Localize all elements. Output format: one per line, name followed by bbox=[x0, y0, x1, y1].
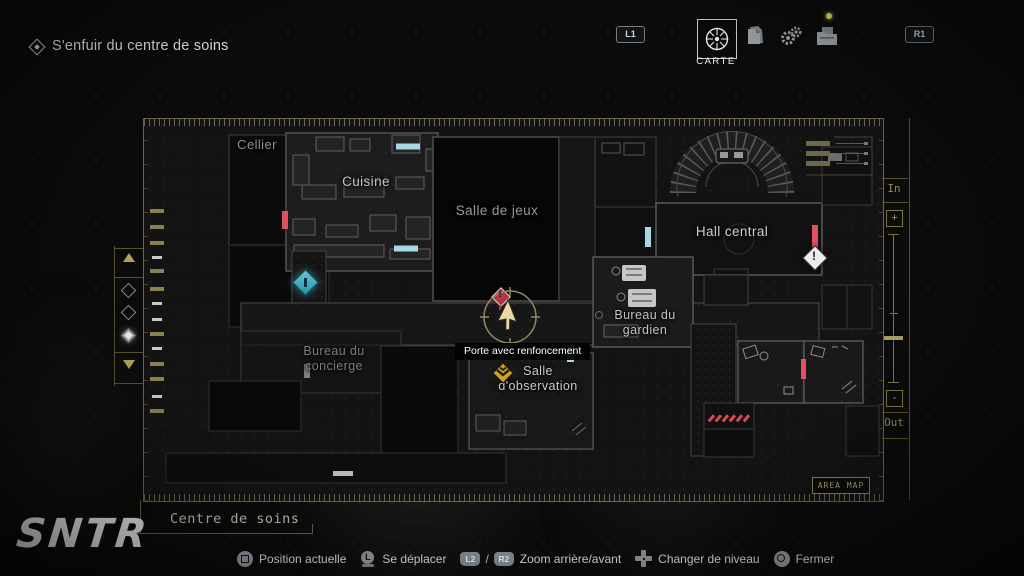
door-tooltip: Porte avec renfoncement bbox=[455, 343, 591, 360]
room-label-bureau-concierge: Bureau du concierge bbox=[303, 344, 365, 373]
hint-position[interactable]: Position actuelle bbox=[237, 550, 347, 567]
left-stick-icon: L bbox=[360, 550, 376, 567]
r1-button[interactable]: R1 bbox=[905, 26, 934, 43]
level-2-diamond[interactable] bbox=[120, 304, 137, 321]
tab-map-selected[interactable] bbox=[697, 19, 737, 59]
square-button-icon bbox=[237, 550, 253, 567]
objective-diamond-icon bbox=[28, 38, 46, 55]
level-selector bbox=[114, 244, 143, 389]
room-label-salle-de-jeux: Salle de jeux bbox=[455, 203, 539, 218]
zoom-control: In + - Out bbox=[880, 118, 910, 500]
zoom-slider-track[interactable] bbox=[893, 234, 894, 382]
room-label-hall-central: Hall central bbox=[695, 224, 769, 239]
level-down-button[interactable] bbox=[123, 360, 135, 369]
dpad-icon bbox=[635, 550, 653, 567]
room-label-bureau-gardien: Bureau du gardien bbox=[614, 308, 676, 337]
level-3-diamond-current[interactable] bbox=[120, 327, 137, 344]
objective: S'enfuir du centre de soins bbox=[28, 38, 229, 55]
circle-button-icon bbox=[773, 550, 790, 567]
tab-documents[interactable] bbox=[742, 24, 766, 48]
r2-button-icon: R2 bbox=[493, 551, 514, 566]
hint-position-label: Position actuelle bbox=[259, 551, 347, 566]
zoom-in-button[interactable]: + bbox=[886, 210, 903, 227]
hint-zoom-label: Zoom arrière/avant bbox=[519, 551, 622, 566]
tab-options-gears[interactable] bbox=[779, 24, 805, 48]
l1-button[interactable]: L1 bbox=[616, 26, 645, 43]
location-label: Centre de soins bbox=[170, 511, 300, 527]
area-map-badge: AREA MAP bbox=[812, 477, 870, 494]
l2-button-icon: L2 bbox=[460, 551, 481, 566]
slash-separator: / bbox=[485, 551, 489, 566]
svg-text:SNTR: SNTR bbox=[16, 511, 152, 557]
hint-zoom[interactable]: L2 / R2 Zoom arrière/avant bbox=[460, 551, 622, 566]
hint-change-level-label: Changer de niveau bbox=[658, 551, 760, 566]
objective-marker-exclamation: ! bbox=[498, 289, 502, 299]
locked-door-icon bbox=[492, 362, 514, 384]
point-of-interest-exclamation: ! bbox=[812, 251, 816, 263]
zoom-out-button[interactable]: - bbox=[886, 390, 903, 407]
compass-icon bbox=[705, 27, 729, 51]
tab-files-folder[interactable] bbox=[814, 24, 840, 48]
objective-text: S'enfuir du centre de soins bbox=[52, 38, 229, 54]
zoom-out-label: Out bbox=[884, 416, 904, 429]
notification-dot bbox=[826, 13, 832, 19]
room-label-cellier: Cellier bbox=[237, 137, 277, 152]
hint-close[interactable]: Fermer bbox=[773, 550, 835, 567]
level-up-button[interactable] bbox=[123, 253, 135, 262]
controls-hint-bar: Position actuelle L Se déplacer L2 / R2 … bbox=[237, 550, 834, 567]
sntr-logo: SNTR bbox=[16, 511, 152, 557]
room-label-cuisine: Cuisine bbox=[342, 174, 390, 189]
player-position-marker bbox=[480, 287, 540, 347]
hint-close-label: Fermer bbox=[795, 551, 835, 566]
tab-map-label: CARTE bbox=[696, 56, 736, 67]
location-line-tick bbox=[312, 524, 313, 534]
zoom-slider-handle[interactable] bbox=[884, 336, 903, 340]
zoom-in-label: In bbox=[887, 182, 901, 195]
hint-move[interactable]: L Se déplacer bbox=[360, 550, 447, 567]
hint-move-label: Se déplacer bbox=[382, 551, 447, 566]
level-1-diamond[interactable] bbox=[120, 282, 137, 299]
hint-change-level[interactable]: Changer de niveau bbox=[635, 550, 760, 567]
